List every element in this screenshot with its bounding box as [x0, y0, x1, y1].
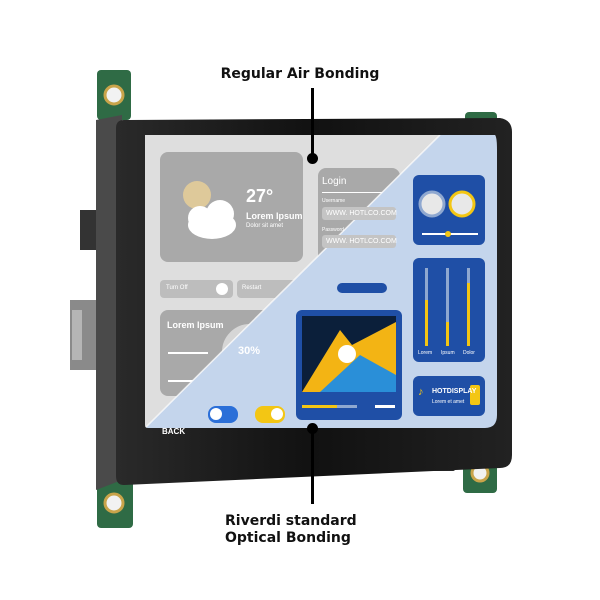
password-label: Password: [322, 227, 344, 233]
optical-bonding-leader-dot: [307, 423, 318, 434]
music-title: HOTDISPLAY: [432, 388, 477, 395]
optical-bonding-line-1: Riverdi standard: [225, 513, 357, 529]
username-field[interactable]: WWW. HOTLCO.COM: [322, 207, 397, 220]
optical-bonding-line-2: Optical Bonding: [225, 530, 351, 546]
slider-label-3: Dolor: [463, 350, 475, 356]
weather-title: Lorem Ipsum: [246, 211, 303, 221]
username-label: Username: [322, 198, 346, 204]
slider-label-1: Lorem: [418, 350, 433, 356]
weather-temperature: 27°: [246, 186, 274, 206]
optical-bonding-leader-line: [311, 428, 314, 504]
slider-label-2: Ipsum: [441, 350, 455, 356]
sun-cloud-icon: [183, 181, 236, 239]
login-title: Login: [322, 176, 347, 187]
air-bonding-leader-dot: [307, 153, 318, 164]
music-subtitle: Lorem et amet: [432, 399, 465, 405]
air-bonding-callout: Regular Air Bonding: [220, 66, 380, 82]
password-field[interactable]: WWW. HOTLCO.COM: [322, 235, 397, 248]
music-note-icon: ♪: [418, 386, 424, 398]
stats-title: Lorem Ipsum: [167, 320, 224, 330]
air-bonding-leader-line: [311, 88, 314, 158]
turn-off-label[interactable]: Turn Off: [166, 285, 188, 291]
stats-percent: 30%: [238, 345, 261, 357]
restart-label[interactable]: Restart: [242, 285, 262, 291]
back-button[interactable]: BACK: [162, 427, 186, 436]
weather-subtitle: Dolor sit amet: [246, 223, 284, 229]
optical-bonding-callout: Riverdi standard Optical Bonding: [225, 513, 357, 547]
